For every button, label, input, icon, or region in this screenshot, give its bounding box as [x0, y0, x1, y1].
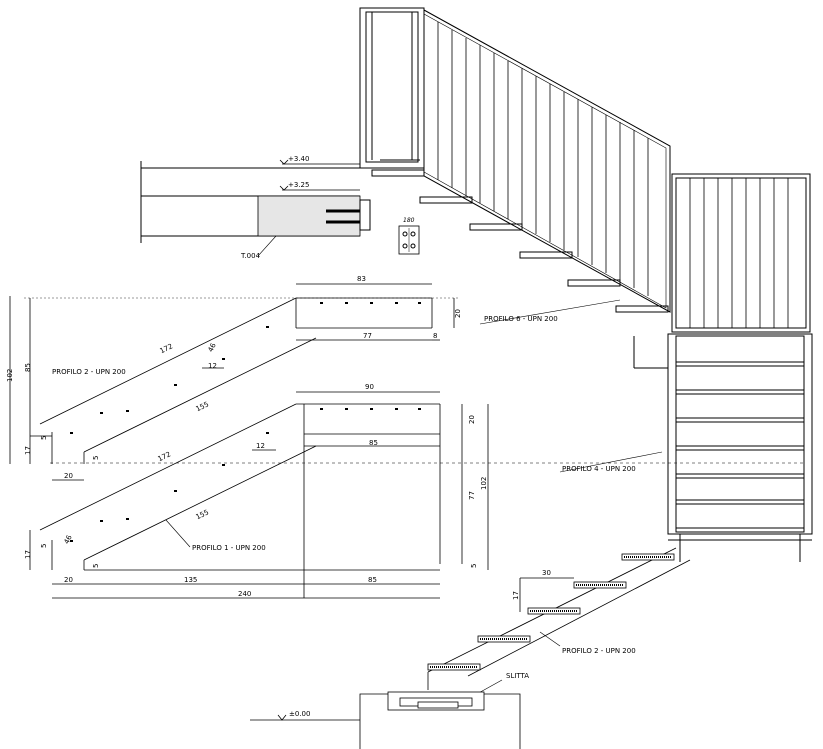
detail-profilo1 [29, 391, 489, 599]
upper-total-outer: 102 [6, 369, 14, 382]
upper-bot-len: 77 [363, 332, 372, 340]
tag-slitta: SLITTA [506, 672, 529, 680]
lower-title: PROFILO 1 - UPN 200 [192, 544, 266, 552]
upper-tip-small: 5 [92, 456, 100, 460]
tag-t004: T.004 [240, 252, 261, 260]
upper-structure [24, 7, 813, 562]
upper-title: PROFILO 2 - UPN 200 [52, 368, 126, 376]
level-landing: +3.25 [288, 181, 309, 189]
lower-slope-top: 172 [157, 450, 173, 463]
lower-stair [359, 547, 691, 749]
lower-bot-len: 85 [369, 439, 378, 447]
upper-base-h: 17 [24, 446, 32, 455]
level-top: +3.40 [288, 155, 309, 163]
lower-seg2: 135 [184, 576, 197, 584]
level-ground: ±0.00 [289, 710, 310, 718]
lower-tip-small: 5 [92, 564, 100, 568]
tag-detail-180: 180 [403, 217, 415, 224]
level-markers [250, 159, 360, 721]
right-width: 30 [542, 569, 551, 577]
tag-profilo2-right: PROFILO 2 - UPN 200 [562, 647, 636, 655]
tag-profilo4: PROFILO 4 - UPN 200 [562, 465, 636, 473]
upper-slope-top: 172 [159, 342, 175, 355]
lower-top-len: 90 [365, 383, 374, 391]
stair-treads [371, 169, 669, 313]
upper-end-h: 20 [454, 309, 462, 318]
lower-end-h: 20 [468, 415, 476, 424]
upper-slope-bot: 155 [195, 400, 211, 413]
lower-right-h: 77 [468, 491, 476, 500]
lower-small-h: 5 [40, 544, 48, 548]
upper-end-small: 8 [433, 332, 437, 340]
lower-right-small: 5 [470, 564, 478, 568]
bracket-detail [398, 225, 420, 255]
upper-top-len: 83 [357, 275, 366, 283]
lower-step: 12 [256, 442, 265, 450]
lower-right-total: 102 [480, 477, 488, 490]
lower-seg1: 20 [64, 576, 73, 584]
lower-total: 240 [238, 590, 251, 598]
concrete-slab [257, 195, 361, 237]
tag-profilo6: PROFILO 6 - UPN 200 [484, 315, 558, 323]
upper-step: 12 [208, 362, 217, 370]
upper-small-h: 5 [40, 436, 48, 440]
lower-angle: 46 [63, 533, 74, 545]
lower-base-h: 17 [24, 550, 32, 559]
upper-total-inner: 85 [24, 363, 32, 372]
right-height: 17 [512, 591, 520, 600]
lower-slope-bot: 155 [195, 508, 211, 521]
upper-angle: 46 [207, 341, 218, 353]
upper-base-w: 20 [64, 472, 73, 480]
lower-seg3: 85 [368, 576, 377, 584]
detail-profilo2 [9, 283, 455, 481]
